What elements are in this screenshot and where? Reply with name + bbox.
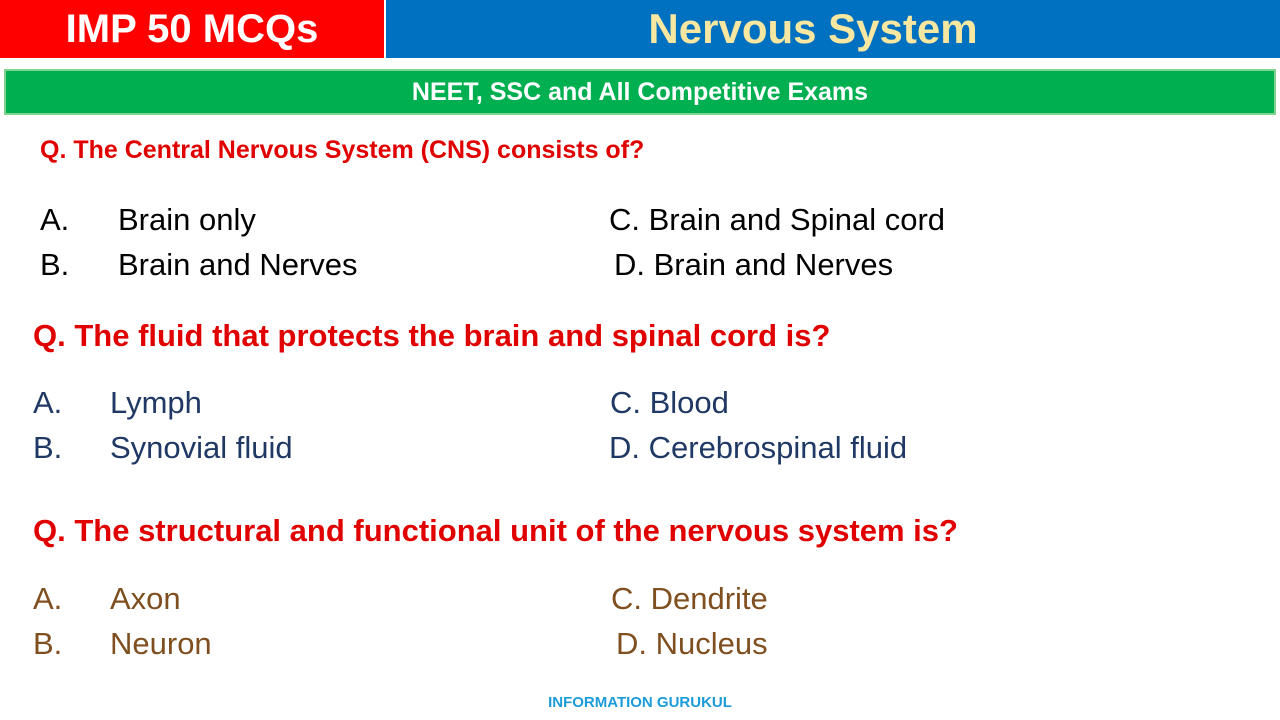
option-text: Lymph: [110, 385, 202, 420]
option-text: Brain only: [118, 202, 256, 237]
question-2-option-a: A. Lymph: [33, 385, 202, 421]
question-3-option-a: A. Axon: [33, 581, 181, 617]
question-1-option-d: D. Brain and Nerves: [614, 247, 894, 282]
footer-brand: INFORMATION GURUKUL: [548, 694, 732, 711]
question-2-option-d: D. Cerebrospinal fluid: [609, 430, 908, 465]
question-1-option-a: A. Brain only: [40, 202, 256, 238]
exam-subtitle-banner: NEET, SSC and All Competitive Exams: [4, 69, 1276, 115]
question-3-option-c: C. Dendrite: [611, 581, 768, 616]
option-text: Synovial fluid: [110, 430, 293, 465]
option-letter: B.: [40, 247, 70, 282]
question-1-option-c: C. Brain and Spinal cord: [609, 202, 946, 237]
option-letter: B.: [33, 430, 63, 465]
topic-title-banner: Nervous System: [386, 0, 1280, 58]
question-2-text: Q. The fluid that protects the brain and…: [33, 318, 831, 353]
question-3-option-b: B. Neuron: [33, 626, 212, 662]
question-1-text: Q. The Central Nervous System (CNS) cons…: [40, 136, 645, 164]
question-2-option-c: C. Blood: [610, 385, 729, 420]
option-letter: A.: [40, 202, 70, 237]
question-3-option-d: D. Nucleus: [616, 626, 768, 661]
option-text: Brain and Nerves: [118, 247, 358, 282]
option-letter: A.: [33, 581, 63, 616]
option-letter: A.: [33, 385, 63, 420]
mcq-count-banner: IMP 50 MCQs: [0, 0, 384, 58]
option-letter: B.: [33, 626, 63, 661]
question-2-option-b: B. Synovial fluid: [33, 430, 293, 466]
option-text: Neuron: [110, 626, 212, 661]
option-text: Axon: [110, 581, 181, 616]
question-1-option-b: B. Brain and Nerves: [40, 247, 358, 283]
question-3-text: Q. The structural and functional unit of…: [33, 513, 958, 548]
